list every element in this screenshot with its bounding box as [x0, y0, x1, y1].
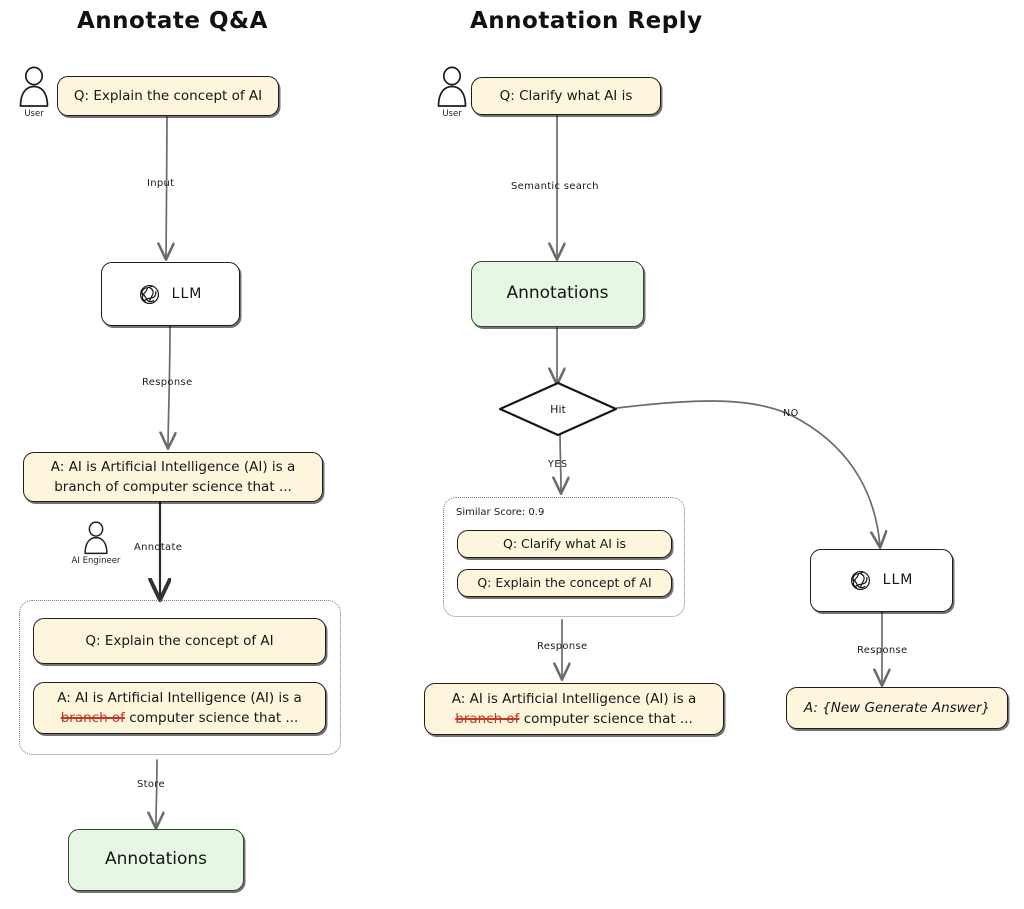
- left-llm-node[interactable]: LLM: [101, 262, 240, 326]
- left-llm-label: LLM: [171, 285, 203, 302]
- annotation-pair-group: [19, 600, 341, 755]
- match-question-2-box[interactable]: Q: Explain the concept of AI: [457, 569, 672, 597]
- hit-answer-strike: branch of: [455, 711, 520, 727]
- right-llm-label: LLM: [882, 572, 914, 588]
- similar-score-label: Similar Score: 0.9: [456, 507, 545, 518]
- match-question-1-text: Q: Clarify what AI is: [503, 535, 626, 551]
- left-annotations-store-label: Annotations: [104, 849, 208, 870]
- diamond-shape-icon: [498, 381, 618, 437]
- annotated-question-text: Q: Explain the concept of AI: [85, 632, 274, 649]
- hit-decision-label: Hit: [550, 402, 566, 416]
- hit-answer-line1: A: AI is Artificial Intelligence (AI) is…: [451, 690, 697, 707]
- new-answer-box[interactable]: A: {New Generate Answer}: [786, 687, 1008, 729]
- user-icon: [437, 66, 467, 107]
- actor-user-left-label: User: [24, 109, 44, 119]
- edge-label-annotate: Annotate: [134, 542, 183, 553]
- left-question-box[interactable]: Q: Explain the concept of AI: [57, 76, 279, 116]
- right-annotations-store-label: Annotations: [506, 283, 609, 304]
- right-llm-node[interactable]: LLM: [810, 549, 953, 612]
- match-question-1-box[interactable]: Q: Clarify what AI is: [457, 530, 672, 558]
- annotated-answer-line1: A: AI is Artificial Intelligence (AI) is…: [57, 689, 302, 706]
- edge-label-store: Store: [137, 779, 165, 790]
- right-question-text: Q: Clarify what AI is: [499, 87, 633, 104]
- branch-label-no: NO: [783, 408, 799, 419]
- actor-ai-engineer-label: AI Engineer: [71, 556, 121, 566]
- left-annotations-store[interactable]: Annotations: [68, 829, 244, 891]
- edge-label-response-left: Response: [142, 377, 193, 388]
- branch-label-yes: YES: [548, 459, 568, 470]
- actor-user-left: User: [6, 66, 62, 119]
- hit-answer-rest: computer science that ...: [519, 711, 693, 727]
- similar-match-group: [443, 497, 685, 617]
- edge-label-semantic-search: Semantic search: [511, 181, 599, 192]
- new-answer-text: A: {New Generate Answer}: [803, 699, 991, 716]
- left-question-text: Q: Explain the concept of AI: [73, 87, 263, 104]
- left-answer-line2: branch of computer science that ...: [54, 479, 292, 495]
- left-answer-box[interactable]: A: AI is Artificial Intelligence (AI) is…: [23, 452, 323, 502]
- right-annotations-store[interactable]: Annotations: [471, 261, 644, 327]
- annotated-answer-rest: computer science that ...: [124, 710, 299, 726]
- actor-user-right: User: [424, 66, 480, 119]
- left-answer-line1: A: AI is Artificial Intelligence (AI) is…: [50, 458, 296, 475]
- annotated-answer-box[interactable]: A: AI is Artificial Intelligence (AI) is…: [33, 682, 326, 734]
- edge-label-input: Input: [147, 178, 175, 189]
- match-question-2-text: Q: Explain the concept of AI: [477, 574, 652, 590]
- user-icon: [84, 521, 108, 555]
- hit-answer-line2: branch of computer science that ...: [455, 709, 693, 729]
- annotated-answer-line2: branch of computer science that ...: [61, 708, 299, 728]
- annotated-question-box[interactable]: Q: Explain the concept of AI: [33, 618, 326, 664]
- edge-label-response-new: Response: [857, 645, 908, 656]
- hit-decision-node[interactable]: Hit: [497, 381, 619, 437]
- hit-answer-box[interactable]: A: AI is Artificial Intelligence (AI) is…: [424, 683, 724, 735]
- user-icon: [19, 66, 49, 107]
- right-question-box[interactable]: Q: Clarify what AI is: [471, 77, 661, 115]
- actor-ai-engineer: AI Engineer: [68, 521, 124, 566]
- left-column-title: Annotate Q&A: [77, 8, 268, 34]
- actor-user-right-label: User: [442, 109, 462, 119]
- edge-label-response-hit: Response: [537, 641, 588, 652]
- right-column-title: Annotation Reply: [470, 8, 703, 34]
- openai-logo-icon: [850, 570, 870, 591]
- openai-logo-icon: [139, 284, 159, 304]
- annotated-answer-strike: branch of: [60, 710, 125, 726]
